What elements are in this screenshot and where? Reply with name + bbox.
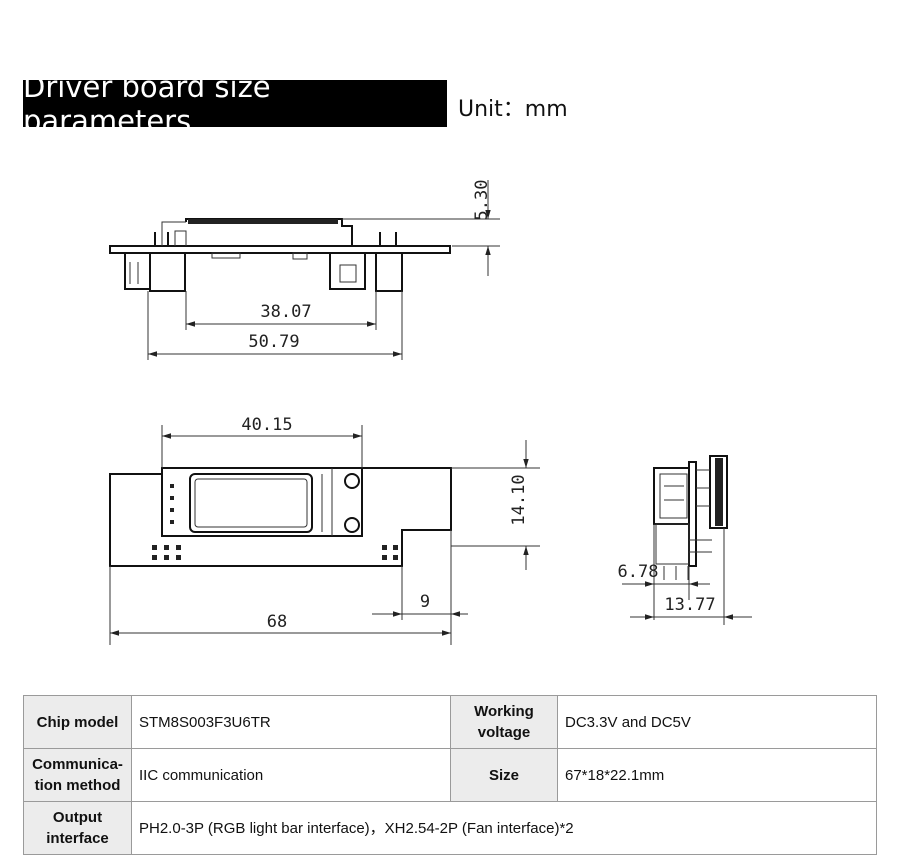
- end-view: 6.78 13.77: [618, 455, 752, 625]
- dim-side-inner-width: 38.07: [260, 302, 311, 322]
- size-value: 67*18*22.1mm: [557, 748, 877, 802]
- dim-end-depth-small: 6.78: [618, 562, 659, 582]
- dim-side-height: 5.30: [472, 180, 492, 221]
- output-interface-value: PH2.0-3P (RGB light bar interface)，XH2.5…: [131, 801, 877, 855]
- side-view: 5.30 38.07 50.79: [109, 180, 500, 360]
- communication-method-label: Communica-tion method: [23, 748, 132, 802]
- unit-label: Unit：mm: [458, 97, 568, 122]
- dim-top-notch-width: 9: [420, 592, 430, 612]
- dim-top-total-width: 68: [267, 612, 287, 632]
- table-row: Chip model STM8S003F3U6TR Working voltag…: [23, 695, 877, 749]
- dim-top-display-width: 40.15: [241, 415, 292, 435]
- chip-model-value: STM8S003F3U6TR: [131, 695, 451, 749]
- working-voltage-value: DC3.3V and DC5V: [557, 695, 877, 749]
- dim-side-outer-width: 50.79: [248, 332, 299, 352]
- dimension-drawing: 5.30 38.07 50.79: [109, 180, 752, 645]
- spec-table: Chip model STM8S003F3U6TR Working voltag…: [23, 695, 877, 855]
- output-interface-label: Output interface: [23, 801, 132, 855]
- table-row: Output interface PH2.0-3P (RGB light bar…: [23, 801, 877, 855]
- communication-method-value: IIC communication: [131, 748, 451, 802]
- working-voltage-label: Working voltage: [450, 695, 558, 749]
- dim-end-depth-total: 13.77: [664, 595, 715, 615]
- table-row: Communica-tion method IIC communication …: [23, 748, 877, 802]
- chip-model-label: Chip model: [23, 695, 132, 749]
- dim-top-height: 14.10: [509, 474, 529, 525]
- top-view: 40.15 14.10 9 68: [109, 415, 540, 645]
- size-label: Size: [450, 748, 558, 802]
